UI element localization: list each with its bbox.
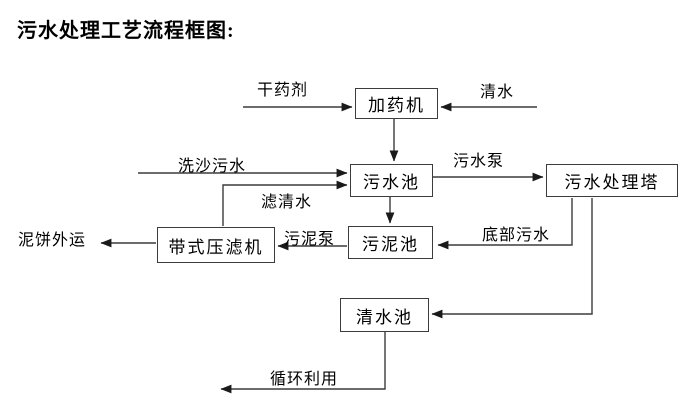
edge-label-recycle-use: 循环利用: [270, 371, 339, 388]
node-sewage-treatment-tower: 污水处理塔: [546, 164, 678, 197]
edge-label-mud-cake-out: 泥饼外运: [18, 232, 87, 249]
node-dosing-machine: 加药机: [355, 88, 438, 119]
edge-label-clean-water: 清水: [480, 84, 515, 101]
edge-label-filtered-water: 滤清水: [261, 194, 313, 211]
node-sludge-pool: 污泥池: [348, 226, 433, 259]
arrow-filtered-to-sewage-pool: [222, 180, 348, 226]
edge-label-bottom-sewage: 底部污水: [482, 227, 551, 244]
node-belt-filter-press: 带式压滤机: [157, 227, 275, 263]
node-clean-water-pool: 清水池: [340, 298, 429, 332]
arrow-tower-to-clean-pool: [431, 198, 593, 319]
edge-label-sludge-pump: 污泥泵: [284, 231, 336, 248]
node-sewage-pool: 污水池: [350, 164, 433, 197]
edge-label-sewage-pump: 污水泵: [453, 153, 505, 170]
arrow-bottom-sewage-to-sludge: [437, 198, 573, 250]
edge-label-dry-agent: 干药剂: [257, 82, 309, 99]
edge-label-sand-wash-sewage: 洗沙污水: [178, 158, 247, 175]
arrow-recycle-out: [220, 331, 386, 394]
page-title: 污水处理工艺流程框图:: [17, 20, 235, 42]
